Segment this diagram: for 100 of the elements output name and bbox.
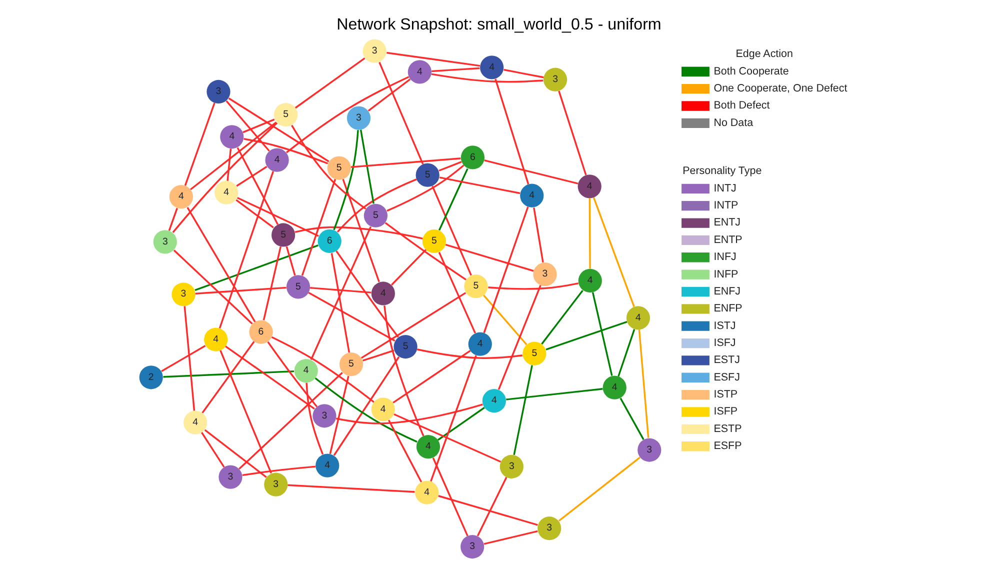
connector xyxy=(328,376,349,454)
legend-label: ISFP xyxy=(713,406,738,418)
legend-label: INFP xyxy=(713,268,738,280)
label: Personality Type xyxy=(682,165,762,178)
connector xyxy=(200,432,224,468)
connector xyxy=(617,329,635,377)
connector xyxy=(285,76,409,154)
connector xyxy=(335,250,398,338)
connector xyxy=(235,199,274,228)
node-circle: 6 xyxy=(460,146,484,170)
connector xyxy=(330,253,350,353)
legend-label: ENFP xyxy=(713,302,742,315)
node-circle: 4 xyxy=(407,60,431,84)
connector xyxy=(225,100,270,152)
connector xyxy=(588,198,590,269)
legend-label: ISTP xyxy=(713,388,738,401)
node-circle: 5 xyxy=(464,274,488,298)
node-circle: 6 xyxy=(248,320,272,344)
node-circle: 4 xyxy=(264,148,288,172)
node-circle: 5 xyxy=(274,102,298,127)
node-circle: 5 xyxy=(338,352,363,376)
connector xyxy=(431,186,472,276)
node-circle: 4 xyxy=(315,454,339,478)
connector xyxy=(436,406,484,441)
connector xyxy=(294,57,365,109)
connector xyxy=(438,176,520,194)
node-circle: 5 xyxy=(422,229,446,254)
legend-label: ESFP xyxy=(713,440,742,452)
connector xyxy=(497,285,541,390)
connector xyxy=(201,341,254,414)
connector xyxy=(236,147,278,225)
connector xyxy=(540,290,583,345)
node-circle: 3 xyxy=(152,230,176,254)
node-circle: 3 xyxy=(460,534,484,559)
connector xyxy=(342,178,380,282)
node-circle: 4 xyxy=(414,480,438,504)
connector xyxy=(219,350,272,474)
connector xyxy=(168,208,178,231)
node-circle: 4 xyxy=(204,328,228,352)
legend-label: INTP xyxy=(713,200,738,212)
connector xyxy=(438,161,462,172)
connector xyxy=(558,456,640,522)
legend-label: ENTJ xyxy=(713,216,740,229)
connector xyxy=(432,458,468,536)
connector xyxy=(242,118,274,134)
node-circle: 3 xyxy=(537,516,561,540)
connector xyxy=(190,122,276,190)
node-circle: 3 xyxy=(346,106,370,130)
connector xyxy=(305,382,324,455)
connector xyxy=(162,370,294,378)
connector xyxy=(416,348,522,359)
connector xyxy=(287,484,414,493)
connector xyxy=(294,226,422,240)
connector xyxy=(238,372,342,470)
connector xyxy=(242,466,316,476)
connector xyxy=(494,78,529,184)
connector xyxy=(228,98,329,162)
connector xyxy=(226,148,232,181)
connector xyxy=(393,413,501,463)
connector xyxy=(386,52,480,67)
node-circle: 4 xyxy=(468,332,492,356)
connector xyxy=(558,90,586,176)
connector xyxy=(387,420,422,482)
connector xyxy=(392,350,470,404)
connector xyxy=(476,476,507,536)
node-circle: 4 xyxy=(626,306,650,330)
node-circle: 5 xyxy=(415,163,439,187)
connector xyxy=(591,292,612,376)
legend-label: ESFJ xyxy=(713,371,740,384)
connector xyxy=(444,244,534,272)
connector xyxy=(243,138,328,164)
connector xyxy=(386,164,464,212)
connector xyxy=(183,306,195,411)
connector xyxy=(172,250,252,324)
node-circle: 4 xyxy=(578,268,602,293)
connector xyxy=(430,73,543,83)
node-circle: 5 xyxy=(286,275,310,299)
connector xyxy=(488,282,578,290)
legend-label: ISTJ xyxy=(713,320,736,332)
legend-label: INFJ xyxy=(713,251,736,264)
connector xyxy=(186,206,256,322)
connector xyxy=(266,341,318,408)
legend-label: No Data xyxy=(713,116,753,129)
connector xyxy=(390,249,426,286)
connector xyxy=(592,197,634,307)
connector xyxy=(290,124,366,210)
node-circle: 3 xyxy=(171,282,195,306)
connector xyxy=(483,530,538,545)
connector xyxy=(184,102,215,186)
connector xyxy=(194,286,286,294)
connector xyxy=(335,404,482,424)
node-circle: 5 xyxy=(363,204,388,228)
legend-label: Both Defect xyxy=(713,100,770,112)
legend-label: ESTP xyxy=(713,422,742,435)
legend-label: ENTP xyxy=(713,234,742,246)
connector xyxy=(482,294,527,346)
connector xyxy=(545,320,627,350)
node-circle: 4 xyxy=(602,376,626,400)
legend-label: ISFJ xyxy=(713,336,736,349)
connector xyxy=(383,305,424,436)
